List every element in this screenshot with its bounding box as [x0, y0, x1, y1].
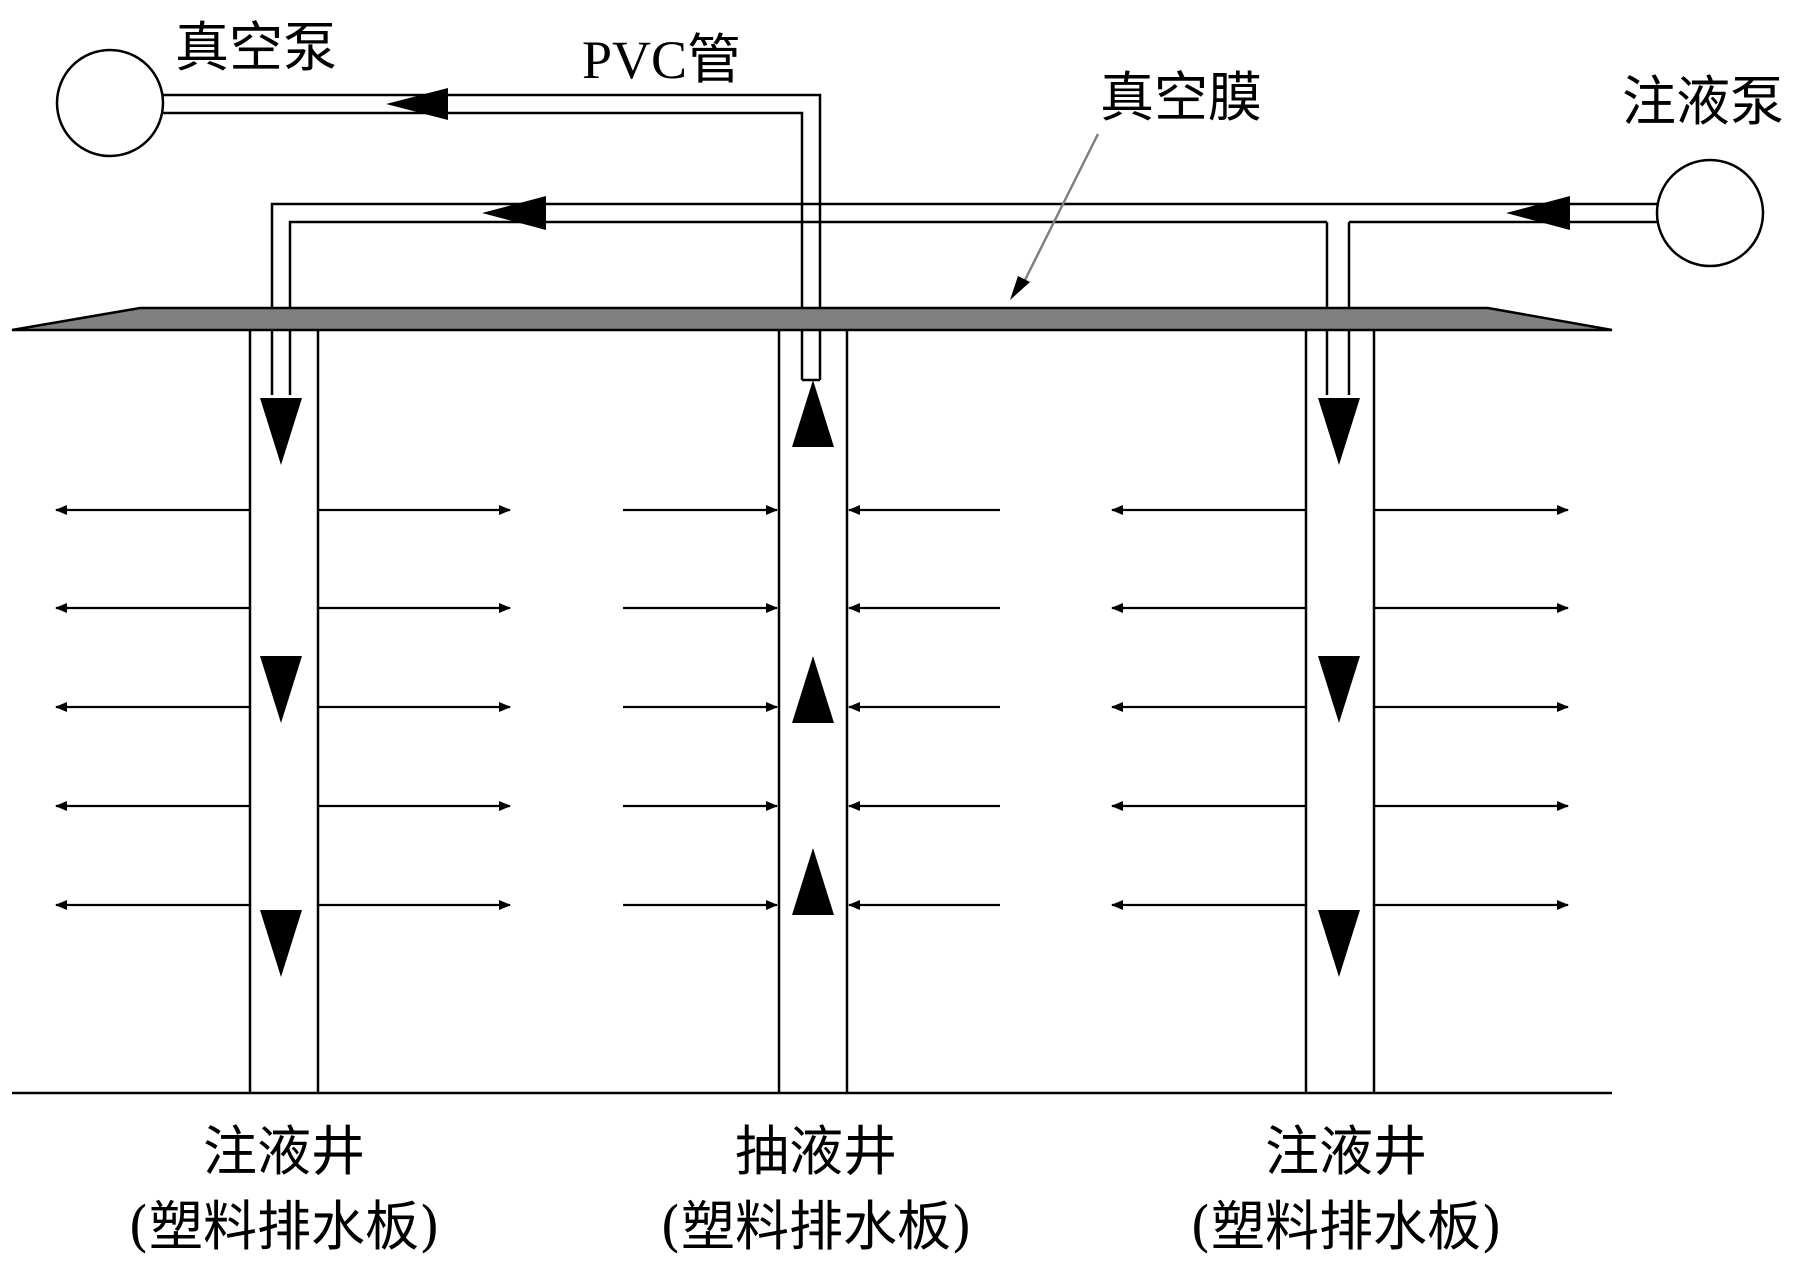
left-well-down-arrows	[260, 398, 302, 977]
left-well-name: 注液井	[203, 1120, 365, 1183]
injection-pipe	[270, 202, 1657, 395]
left-injection-well	[248, 330, 320, 1093]
center-extraction-well	[777, 330, 849, 1093]
center-well-name: 抽液井	[735, 1120, 897, 1183]
vacuum-pump-label: 真空泵	[175, 16, 337, 79]
injection-flow-arrow-left-1	[482, 196, 546, 230]
injection-flow-arrow-left-2	[1506, 196, 1570, 230]
right-well-name: 注液井	[1265, 1120, 1427, 1183]
center-well-up-arrows	[792, 380, 834, 915]
vacuum-membrane	[11, 306, 1613, 332]
right-well-down-arrows	[1318, 398, 1360, 977]
pvc-pipe	[163, 93, 822, 382]
injection-pump-icon	[1655, 158, 1765, 268]
vacuum-pump-icon	[55, 48, 165, 158]
pvc-flow-arrow-left	[386, 88, 448, 120]
pvc-pipe-label: PVC管	[582, 30, 741, 90]
seepage-arrows	[55, 505, 1569, 910]
right-well-subtitle: (塑料排水板)	[1190, 1195, 1502, 1258]
membrane-leader-line	[1018, 133, 1100, 291]
left-well-subtitle: (塑料排水板)	[128, 1195, 440, 1258]
center-well-subtitle: (塑料排水板)	[660, 1195, 972, 1258]
injection-pump-label: 注液泵	[1622, 70, 1784, 133]
membrane-leader-arrow	[1010, 276, 1030, 300]
vacuum-membrane-label: 真空膜	[1100, 66, 1262, 129]
right-injection-well	[1304, 330, 1376, 1093]
